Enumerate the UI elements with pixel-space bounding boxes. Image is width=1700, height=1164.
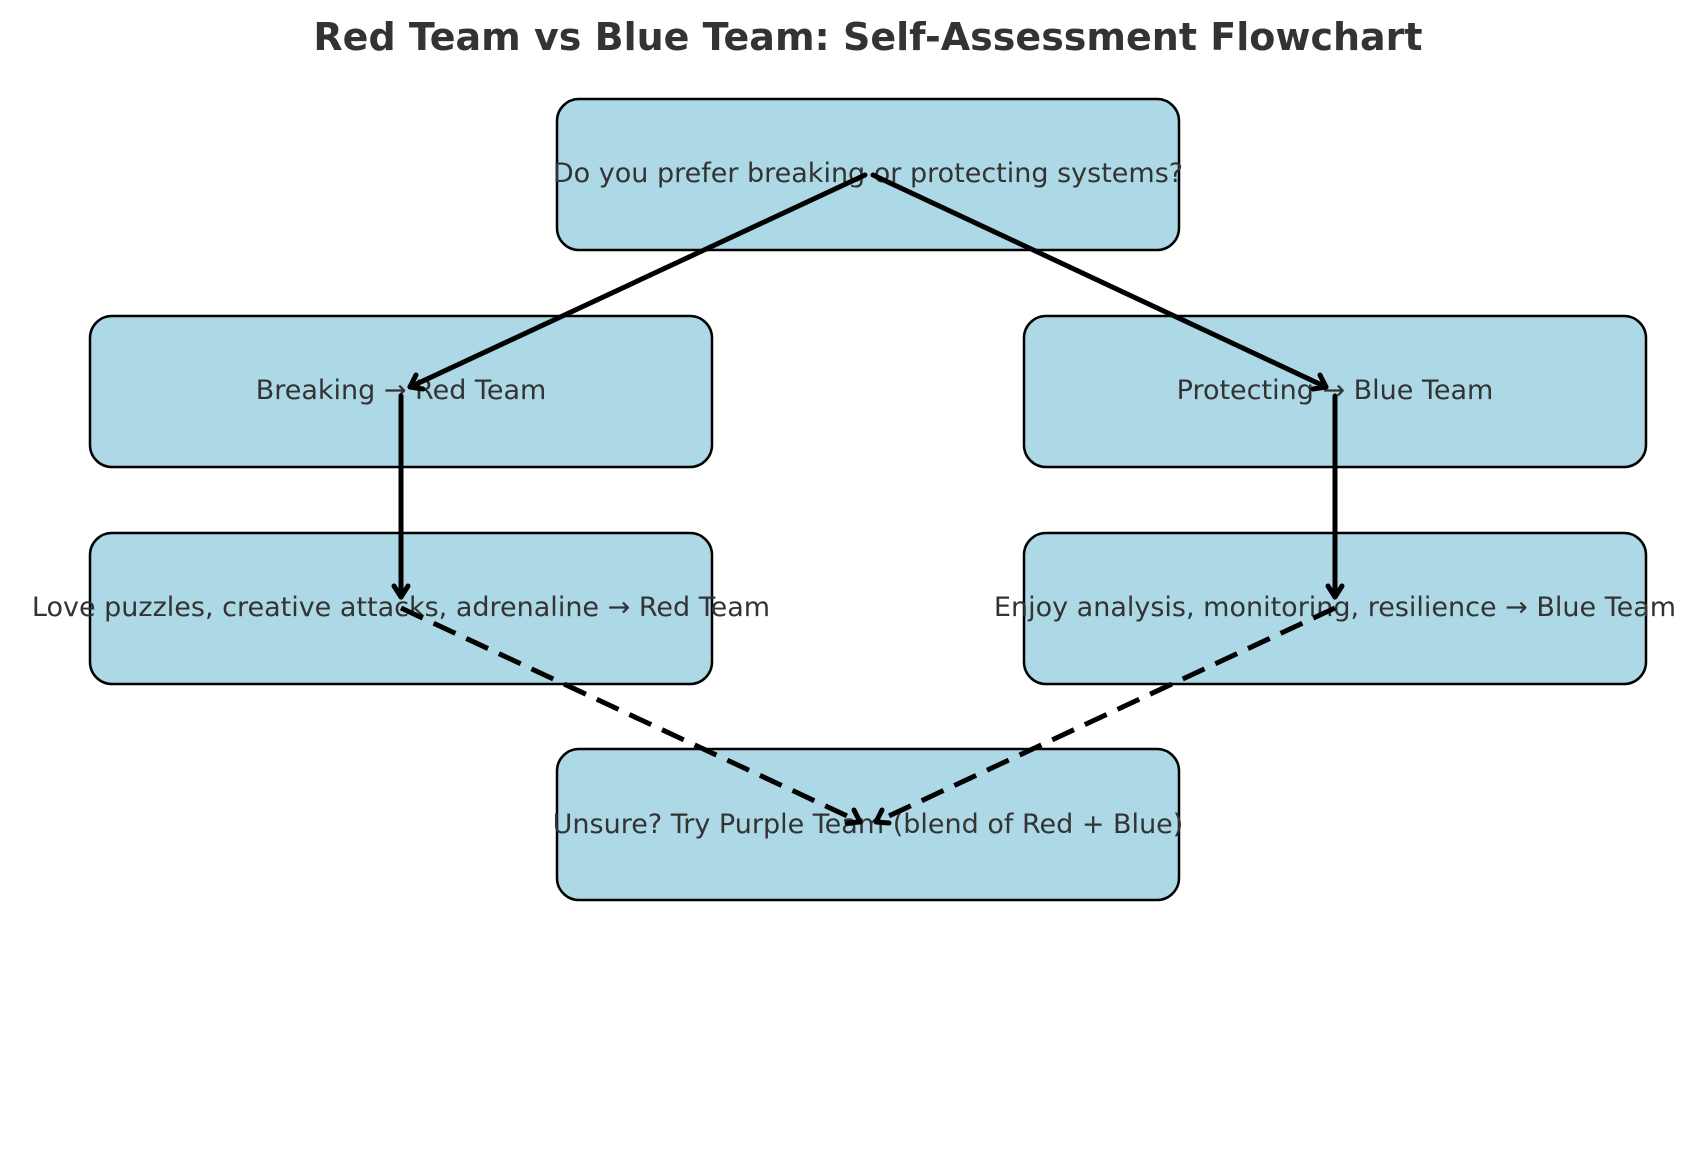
node-purple-label: Unsure? Try Purple Team (blend of Red + … <box>553 809 1184 840</box>
node-question-label: Do you prefer breaking or protecting sys… <box>553 158 1183 189</box>
edge-question-to-breaking <box>407 172 868 392</box>
node-question: Do you prefer breaking or protecting sys… <box>553 97 1183 252</box>
edge-red-detail-to-purple <box>399 605 863 826</box>
node-purple: Unsure? Try Purple Team (blend of Red + … <box>553 747 1184 902</box>
node-breaking: Breaking → Red Team <box>88 314 714 469</box>
edge-blue-detail-to-purple <box>873 605 1337 826</box>
diagram-title: Red Team vs Blue Team: Self-Assessment F… <box>313 15 1422 59</box>
edge-breaking-to-red-detail <box>391 393 411 600</box>
edge-question-to-protecting <box>870 172 1329 392</box>
edge-protecting-to-blue-detail <box>1325 393 1345 600</box>
